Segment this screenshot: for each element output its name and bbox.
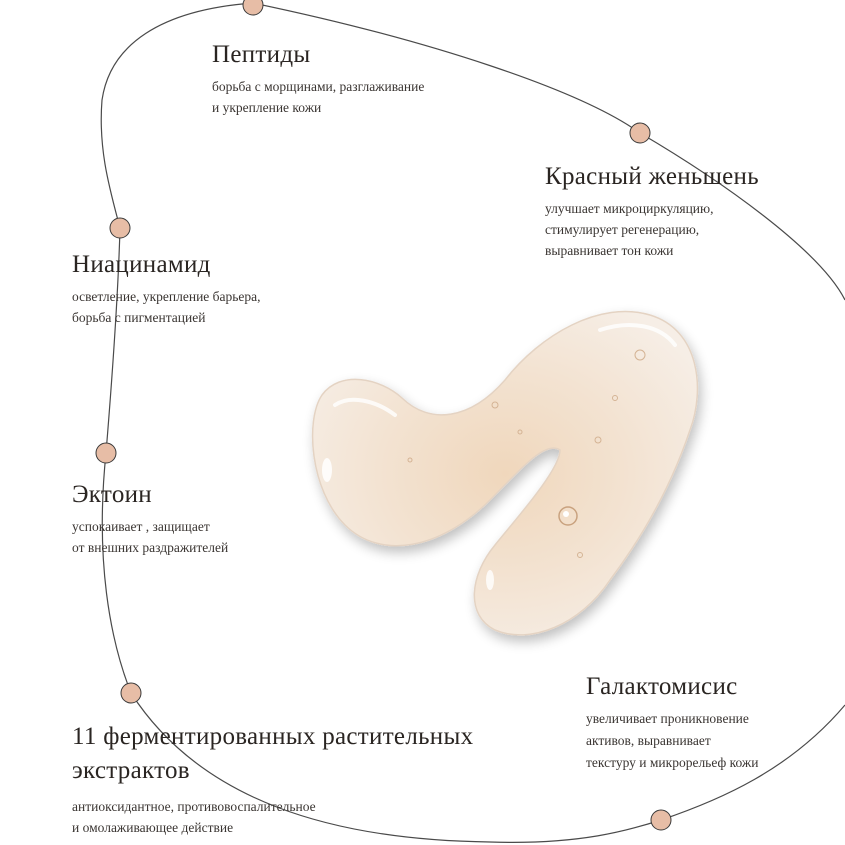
ingredient-title: Красный женьшень <box>545 163 759 190</box>
ingredient-red-ginseng: Красный женьшень улучшает микроциркуляци… <box>545 162 835 261</box>
ingredient-title: Эктоин <box>72 481 152 508</box>
ingredient-ectoin: Эктоин успокаивает , защищает от внешних… <box>72 480 372 558</box>
marker-dot <box>95 442 117 464</box>
ingredient-title-line: 11 ферментированных растительных <box>72 723 474 750</box>
ingredient-desc-line: борьба с морщинами, разглаживание <box>212 79 425 94</box>
ingredient-desc-line: антиоксидантное, противовоспалительное <box>72 799 316 814</box>
ingredient-fermented-extracts: 11 ферментированных растительных экстракт… <box>72 720 542 838</box>
ingredient-desc-line: и омолаживающее действие <box>72 820 234 835</box>
marker-dot <box>109 217 131 239</box>
ingredient-desc-line: выравнивает тон кожи <box>545 243 674 258</box>
marker-dot <box>629 122 651 144</box>
ingredient-desc-line: борьба с пигментацией <box>72 310 206 325</box>
ingredient-desc-line: и укрепление кожи <box>212 100 322 115</box>
ingredient-desc-line: текстуру и микрорельеф кожи <box>586 755 759 770</box>
ingredient-title-line: экстрактов <box>72 757 190 784</box>
ingredient-niacinamide: Ниацинамид осветление, укрепление барьер… <box>72 250 372 328</box>
gel-swatch <box>311 310 699 636</box>
ingredient-desc-line: успокаивает , защищает <box>72 519 210 534</box>
ingredient-title: Пептиды <box>212 41 311 68</box>
ingredient-title: Галактомисис <box>586 673 738 700</box>
ingredient-title: Ниацинамид <box>72 251 211 278</box>
ingredient-desc-line: увеличивает проникновение <box>586 711 749 726</box>
ingredient-desc-line: осветление, укрепление барьера, <box>72 289 261 304</box>
outline-curve <box>100 2 845 843</box>
ingredient-title: 11 ферментированных растительных экстракт… <box>72 720 542 788</box>
ingredient-desc-line: от внешних раздражителей <box>72 540 229 555</box>
marker-dot <box>242 0 264 16</box>
ingredient-peptides: Пептиды борьба с морщинами, разглаживани… <box>212 40 532 118</box>
marker-dot <box>120 682 142 704</box>
ingredient-desc-line: стимулирует регенерацию, <box>545 222 700 237</box>
ingredient-galactomyces: Галактомисис увеличивает проникновение а… <box>586 672 841 774</box>
ingredient-desc-line: активов, выравнивает <box>586 733 711 748</box>
ingredient-desc-line: улучшает микроциркуляцию, <box>545 201 714 216</box>
marker-dot <box>650 809 672 831</box>
